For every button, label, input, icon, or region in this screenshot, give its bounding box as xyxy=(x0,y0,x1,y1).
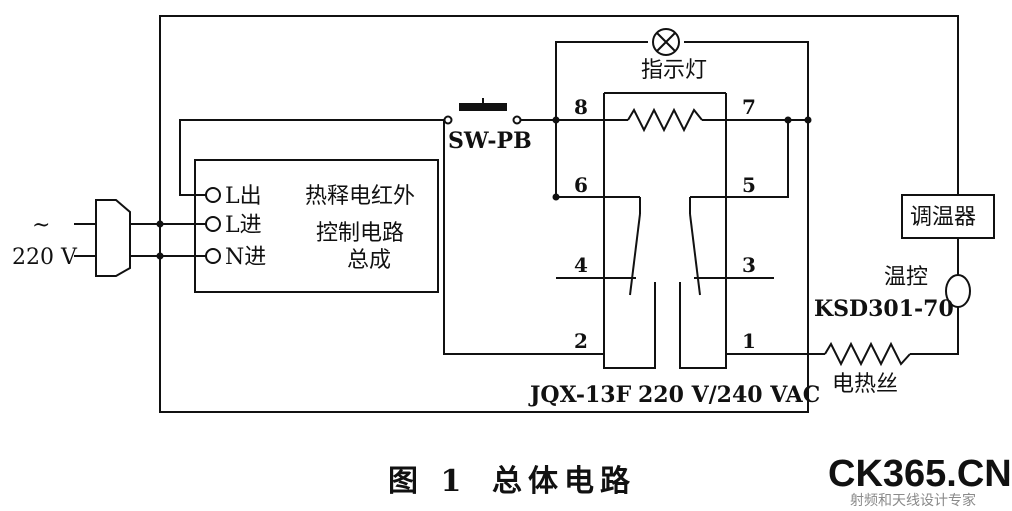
temp-control-model: KSD301-70 xyxy=(814,296,954,322)
relay-body-left xyxy=(603,93,656,369)
junction-dot xyxy=(784,116,792,124)
junction-dot xyxy=(552,116,560,124)
outer-top-wire xyxy=(159,15,959,258)
junction-dot xyxy=(804,116,812,124)
lamp-left-wire xyxy=(555,41,648,197)
pin-6-label: 6 xyxy=(574,173,588,197)
lamp-right-wire xyxy=(684,41,809,118)
lamp-label: 指示灯 xyxy=(641,58,707,83)
relay-model-label: JQX-13F xyxy=(528,382,632,408)
pin-1-label: 1 xyxy=(742,329,756,353)
pin-4-label: 4 xyxy=(574,253,588,277)
terminal-icon xyxy=(205,187,221,203)
thermostat-label: 调温器 xyxy=(910,205,976,230)
relay-body-right xyxy=(679,93,727,369)
terminal-label-l-in: L进 xyxy=(225,213,262,238)
heater-coil-icon xyxy=(824,341,911,367)
module-name-line3: 总成 xyxy=(347,248,391,273)
pin-2-label: 2 xyxy=(574,329,588,353)
ac-symbol: ~ xyxy=(32,213,50,238)
switch-label: SW-PB xyxy=(448,128,532,154)
module-name-line2: 控制电路 xyxy=(316,221,404,246)
junctions xyxy=(156,116,812,260)
contact-right-blade xyxy=(689,213,701,296)
temp-control-label: 温控 xyxy=(884,265,928,290)
figure-number: 图 1 xyxy=(388,464,467,499)
pin-5-label: 5 xyxy=(742,173,756,197)
push-button-icon xyxy=(443,98,522,125)
plug-icon xyxy=(74,199,131,277)
pin-8-label: 8 xyxy=(574,95,588,119)
pin2-wire xyxy=(443,120,604,355)
wires xyxy=(130,15,959,413)
contact-left-blade xyxy=(629,213,641,296)
terminal-icon xyxy=(205,216,221,232)
pin5-wire xyxy=(690,120,789,198)
pin-7-label: 7 xyxy=(742,95,756,119)
pir-module-box xyxy=(194,159,439,293)
relay-coil-icon xyxy=(627,107,703,133)
voltage-label: 220 V xyxy=(12,245,78,270)
module-name-line1: 热释电红外 xyxy=(305,184,415,209)
terminal-icon xyxy=(205,248,221,264)
heater-to-control-wire xyxy=(910,307,959,355)
terminal-label-l-out: L出 xyxy=(225,184,262,209)
watermark-slogan: 射频和天线设计专家 xyxy=(850,492,976,509)
outer-bottom-wire xyxy=(159,118,809,413)
junction-dot xyxy=(156,220,164,228)
temp-control-icon xyxy=(945,274,971,308)
lamp-icon xyxy=(652,28,680,56)
junction-dot xyxy=(156,252,164,260)
module-terminals xyxy=(205,187,221,264)
watermark-brand: CK365.CN xyxy=(828,453,1012,495)
thermostat-box xyxy=(901,194,995,239)
terminal-label-n-in: N进 xyxy=(225,245,266,270)
heater-label: 电热丝 xyxy=(832,372,898,397)
relay-rating-label: 220 V/240 VAC xyxy=(638,382,820,408)
junction-dot xyxy=(552,193,560,201)
figure-title: 总体电路 xyxy=(492,464,636,499)
pin-3-label: 3 xyxy=(742,253,756,277)
